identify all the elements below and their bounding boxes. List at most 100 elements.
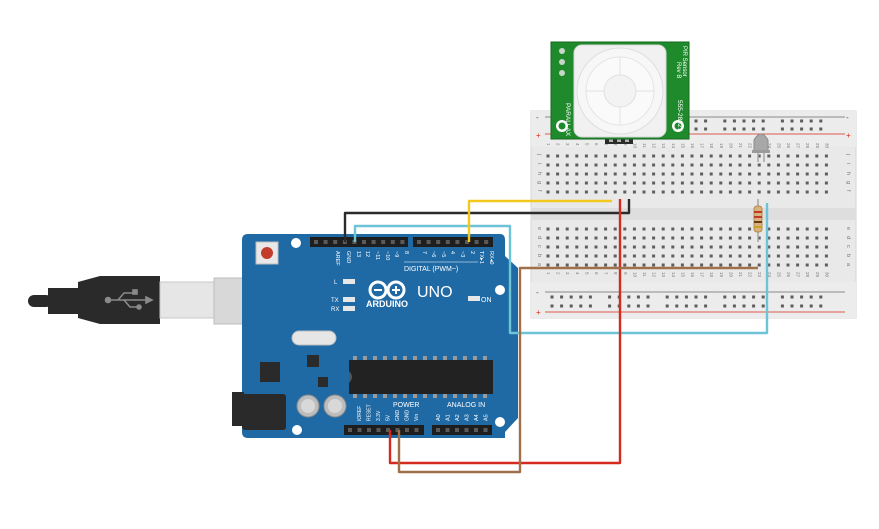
mounting-hole bbox=[291, 238, 301, 248]
column-number: 9 bbox=[623, 143, 628, 146]
column-number: 25 bbox=[776, 143, 781, 149]
wire-yellow[interactable] bbox=[467, 199, 612, 242]
digital-pin-label: RX◂0 bbox=[488, 251, 494, 264]
column-number: 18 bbox=[709, 272, 714, 278]
small-chip bbox=[318, 377, 328, 387]
breadboard: 1122334455667788991010111112121313141415… bbox=[530, 110, 857, 319]
row-letter: g bbox=[536, 181, 542, 184]
column-number: 2 bbox=[556, 272, 561, 275]
column-number: 18 bbox=[709, 143, 714, 149]
analog-pin-label: A1 bbox=[446, 414, 452, 421]
pir-brand: PARALLAX bbox=[564, 103, 571, 137]
column-number: 19 bbox=[719, 143, 724, 149]
power-pin-label: Vin bbox=[414, 414, 420, 421]
column-number: 24 bbox=[767, 143, 772, 149]
column-number: 3 bbox=[565, 143, 570, 146]
digital-pin-label: 4 bbox=[449, 251, 455, 254]
column-number: 29 bbox=[815, 143, 820, 149]
led-label-tx: TX bbox=[331, 298, 339, 304]
column-number: 20 bbox=[728, 143, 733, 149]
wire-black[interactable] bbox=[343, 199, 631, 242]
power-pin-label: 5V bbox=[386, 414, 392, 421]
row-letter: d bbox=[845, 236, 851, 239]
row-letter: b bbox=[536, 254, 542, 257]
digital-pin-label: ~6 bbox=[430, 251, 436, 257]
column-number: 15 bbox=[680, 272, 685, 278]
column-number: 1 bbox=[546, 143, 551, 146]
column-number: 5 bbox=[584, 143, 589, 146]
led[interactable] bbox=[752, 133, 770, 162]
digital-header bbox=[310, 237, 493, 247]
column-number: 19 bbox=[719, 272, 724, 278]
pir-rev: Rev B bbox=[675, 62, 681, 78]
row-letter: e bbox=[536, 227, 542, 230]
column-number: 22 bbox=[748, 272, 753, 278]
resistor[interactable] bbox=[753, 199, 763, 242]
wire-brown[interactable] bbox=[397, 266, 758, 474]
column-number: 8 bbox=[613, 143, 618, 146]
led-label-rx: RX bbox=[331, 307, 339, 313]
rail-minus-label: - bbox=[536, 113, 539, 122]
reset-button[interactable] bbox=[255, 241, 279, 265]
column-number: 15 bbox=[680, 143, 685, 149]
power-pin-label: RESET bbox=[367, 404, 373, 421]
digital-pin-label: 13 bbox=[355, 251, 361, 257]
row-letter: h bbox=[536, 172, 542, 175]
rail-plus-label: + bbox=[536, 131, 541, 140]
usb-cable bbox=[28, 276, 271, 325]
digital-pin-label: ~5 bbox=[440, 251, 446, 257]
digital-pin-label: GND bbox=[345, 251, 351, 263]
column-number: 5 bbox=[584, 272, 589, 275]
column-number: 29 bbox=[815, 272, 820, 278]
column-number: 11 bbox=[642, 272, 647, 277]
analog-label: ANALOG IN bbox=[447, 402, 485, 409]
digital-pin-label: 8 bbox=[403, 251, 409, 254]
column-number: 10 bbox=[632, 143, 637, 149]
column-number: 8 bbox=[613, 272, 618, 275]
analog-pin-label: A4 bbox=[474, 414, 480, 421]
arduino-logo bbox=[368, 280, 406, 300]
column-number: 4 bbox=[575, 143, 580, 146]
mounting-hole bbox=[495, 285, 505, 295]
column-number: 26 bbox=[786, 143, 791, 149]
led-label-l: L bbox=[334, 280, 338, 286]
wire-red[interactable] bbox=[388, 199, 622, 465]
digital-pin-label: ~10 bbox=[384, 251, 390, 260]
on-led bbox=[468, 296, 480, 301]
pir-sensor: PARALLAX 555-28027 PIR Sensor Rev B bbox=[550, 41, 690, 144]
row-letter: e bbox=[845, 227, 851, 230]
analog-header bbox=[432, 425, 492, 435]
column-number: 3 bbox=[565, 272, 570, 275]
column-number: 26 bbox=[786, 272, 791, 278]
column-number: 30 bbox=[824, 143, 829, 149]
column-number: 21 bbox=[738, 143, 743, 149]
column-number: 14 bbox=[671, 143, 676, 149]
wire-cyan[interactable] bbox=[353, 203, 769, 335]
column-number: 6 bbox=[594, 143, 599, 146]
row-letter: h bbox=[845, 172, 851, 175]
power-pin-label: IOREF bbox=[357, 406, 363, 421]
pir-dome bbox=[573, 44, 667, 138]
pir-part-number: 555-28027 bbox=[676, 100, 683, 131]
atmega-microcontroller bbox=[349, 356, 493, 398]
analog-pin-label: A2 bbox=[455, 414, 461, 421]
column-number: 20 bbox=[728, 272, 733, 278]
voltage-regulator bbox=[260, 362, 280, 382]
column-number: 23 bbox=[757, 272, 762, 278]
row-letter: a bbox=[845, 263, 851, 267]
mounting-hole bbox=[495, 417, 505, 427]
digital-pin-label: ~11 bbox=[374, 251, 380, 260]
on-label: ON bbox=[481, 297, 492, 304]
digital-label: DIGITAL (PWM~) bbox=[404, 266, 458, 273]
column-number: 4 bbox=[575, 272, 580, 275]
analog-pin-label: A0 bbox=[436, 414, 442, 421]
column-number: 22 bbox=[748, 143, 753, 149]
column-number: 11 bbox=[642, 143, 647, 148]
column-number: 24 bbox=[767, 272, 772, 278]
column-number: 17 bbox=[700, 272, 705, 278]
digital-pin-label: 12 bbox=[364, 251, 370, 257]
row-letter: b bbox=[845, 254, 851, 257]
rail-minus-label-right: - bbox=[846, 113, 849, 122]
column-number: 6 bbox=[594, 272, 599, 275]
column-number: 16 bbox=[690, 143, 695, 149]
